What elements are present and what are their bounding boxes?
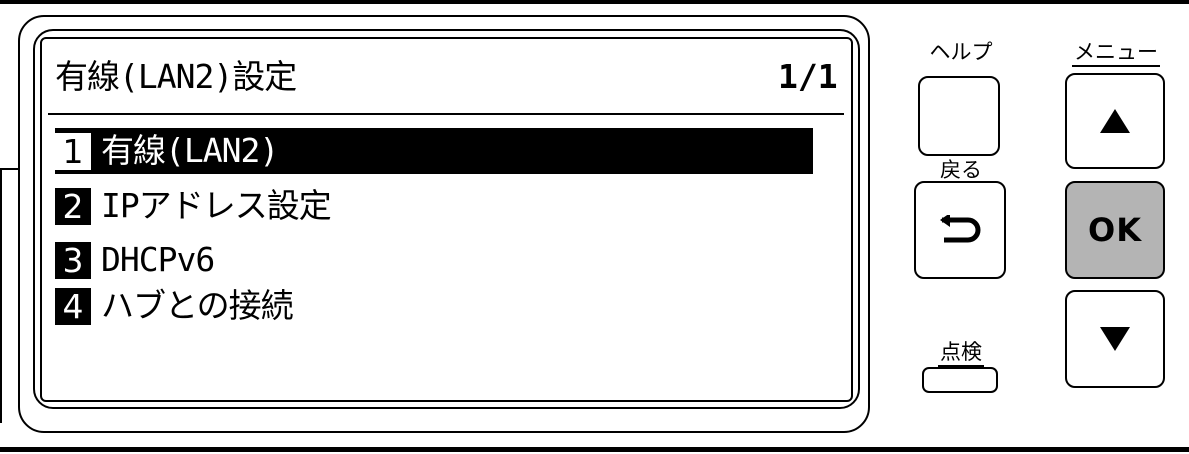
menu-caption-wrap: メニュー [1066, 40, 1166, 67]
check-button[interactable] [922, 367, 998, 393]
menu-caption: メニュー [1072, 40, 1160, 67]
check-caption: 点検 [938, 340, 984, 367]
title-divider [48, 113, 844, 115]
help-button[interactable] [918, 76, 1000, 156]
menu-item-wired-lan2[interactable]: 1 有線(LAN2) [55, 128, 813, 174]
ok-button[interactable]: OK [1065, 181, 1165, 279]
menu-item-label: 有線(LAN2) [101, 131, 279, 170]
lcd-screen [40, 37, 853, 402]
menu-item-number: 4 [55, 287, 91, 325]
menu-item-ip-address-settings[interactable]: 2 IPアドレス設定 [55, 183, 813, 229]
menu-item-label: DHCPv6 [101, 240, 215, 279]
top-border-line [0, 0, 1189, 4]
screen-title: 有線(LAN2)設定 [55, 57, 297, 96]
menu-item-number: 2 [55, 187, 91, 225]
menu-item-hub-connection[interactable]: 4 ハブとの接続 [55, 283, 813, 329]
back-button[interactable] [914, 181, 1006, 279]
menu-item-number: 1 [55, 132, 91, 170]
panel-bezel-edge [0, 168, 22, 423]
help-caption: ヘルプ [929, 40, 993, 64]
bottom-border-line [0, 447, 1189, 452]
triangle-down-icon [1100, 327, 1130, 351]
menu-item-number: 3 [55, 241, 91, 279]
ok-label: OK [1088, 211, 1142, 249]
menu-item-dhcpv6[interactable]: 3 DHCPv6 [55, 237, 813, 283]
back-caption-wrap: 戻る [926, 158, 996, 185]
back-arrow-icon [940, 215, 981, 243]
check-caption-wrap: 点検 [921, 340, 1001, 367]
menu-down-button[interactable] [1065, 290, 1165, 388]
page-indicator: 1/1 [778, 57, 838, 96]
menu-item-label: IPアドレス設定 [101, 186, 332, 225]
menu-item-label: ハブとの接続 [101, 286, 294, 325]
triangle-up-icon [1100, 109, 1130, 133]
back-caption: 戻る [938, 158, 984, 185]
menu-up-button[interactable] [1065, 73, 1165, 169]
